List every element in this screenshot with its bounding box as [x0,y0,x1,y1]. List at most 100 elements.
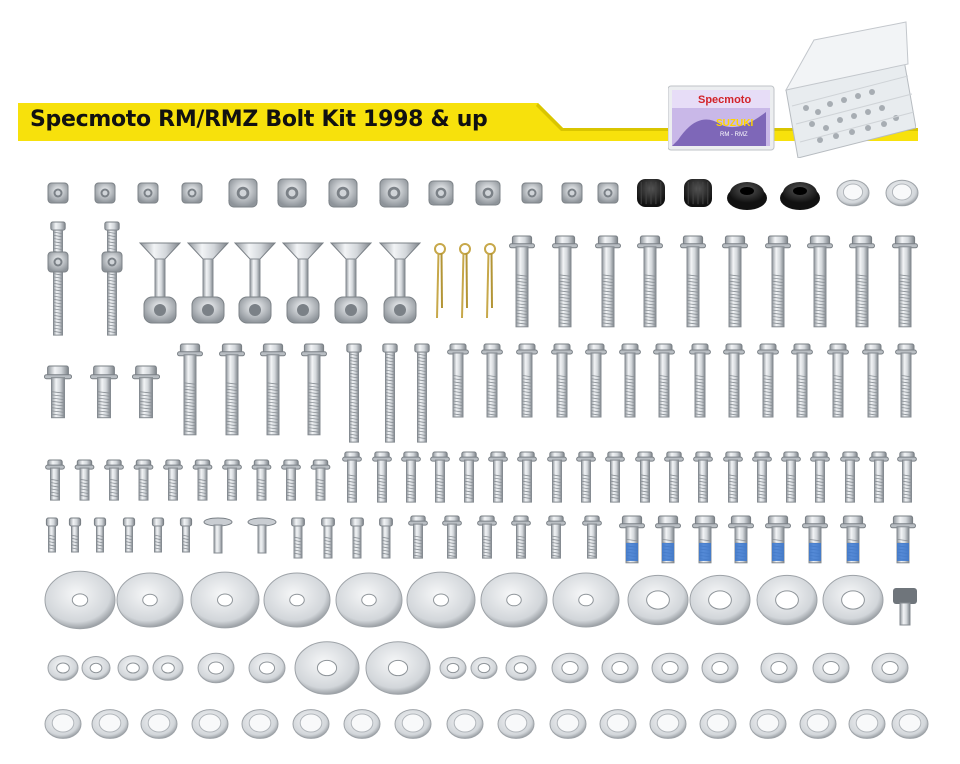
bolt [442,515,462,559]
bolt [765,515,791,564]
bolt [840,515,866,564]
washer [505,655,537,681]
washer [601,652,639,684]
bolt [251,459,272,501]
cotter-pin [484,243,496,319]
bolt [511,515,531,559]
cotter-pin [434,243,446,319]
svg-text:Specmoto: Specmoto [698,94,751,106]
cup-washer [885,179,919,207]
stud-bolt [104,221,120,336]
bolt [810,451,830,503]
bolt [595,235,621,328]
washer [551,652,589,684]
bolt [757,343,779,418]
washer [470,656,498,680]
bolt [45,517,59,553]
bolt [802,515,828,564]
washer [812,652,850,684]
bolt [177,343,203,436]
nut [475,180,501,206]
cup-washer [446,709,484,739]
bolt [104,459,124,501]
svg-text:SUZUKI: SUZUKI [716,118,753,129]
bolt [459,451,479,503]
knurled-screw [893,588,917,626]
bolt [68,517,82,553]
bolt [131,365,161,419]
flat-washer [756,574,818,626]
flat-washer [627,574,689,626]
nut [379,178,409,208]
countersunk-bolt [233,242,277,324]
cup-washer [241,709,279,739]
fender-washer [190,571,260,629]
flat-washer [822,574,884,626]
nut [101,251,123,273]
nut [47,182,69,204]
bolt [546,515,566,559]
washer [651,652,689,684]
nut [228,178,258,208]
bolt [93,517,107,553]
flat-washer [689,574,751,626]
countersunk-bolt [378,242,422,324]
rubber-grommet [684,179,712,207]
nut [597,182,619,204]
bolt [477,515,497,559]
bolt [827,343,849,418]
nut [561,182,583,204]
bolt [382,343,398,443]
bolt [635,451,655,503]
bolt [481,343,503,418]
bolt [655,515,681,564]
stud-bolt [50,221,66,336]
bolt [849,235,875,328]
bolt [222,459,242,501]
bolt [892,235,918,328]
closed-box-image: Specmoto SUZUKI RM - RMZ [667,85,775,151]
bolt [192,459,213,501]
nut [328,178,358,208]
cup-washer [343,709,381,739]
banner-title: Specmoto RM/RMZ Bolt Kit 1998 & up [30,107,488,132]
fender-washer [335,572,403,628]
nut [521,182,543,204]
bolt [791,343,813,418]
bolt [605,451,625,503]
countersunk-bolt [281,242,325,324]
cotter-pin [459,243,471,319]
bolt [179,517,193,553]
bolt [752,451,772,503]
cup-washer [497,709,535,739]
fender-washer [552,572,620,628]
bolt [619,515,645,564]
bolt [488,451,508,503]
bolt [89,365,119,419]
bolt [219,343,245,436]
bolt [840,451,860,503]
pan-head-screw [247,517,277,554]
bolt [895,343,917,418]
bolt [414,343,430,443]
nut [277,178,307,208]
fender-washer [480,572,548,628]
bolt [516,343,538,418]
nut [137,182,159,204]
bolt [552,235,578,328]
washer [81,656,111,680]
cup-washer [91,709,129,739]
bolt [862,343,884,418]
bolt [350,517,364,559]
cup-washer [836,179,870,207]
bolt [619,343,641,418]
washer [294,641,360,695]
pan-head-screw [203,517,233,554]
bolt [723,451,743,503]
rubber-washer [780,182,820,210]
fender-washer [263,572,331,628]
cup-washer [699,709,737,739]
bolt [401,451,421,503]
washer [871,652,909,684]
